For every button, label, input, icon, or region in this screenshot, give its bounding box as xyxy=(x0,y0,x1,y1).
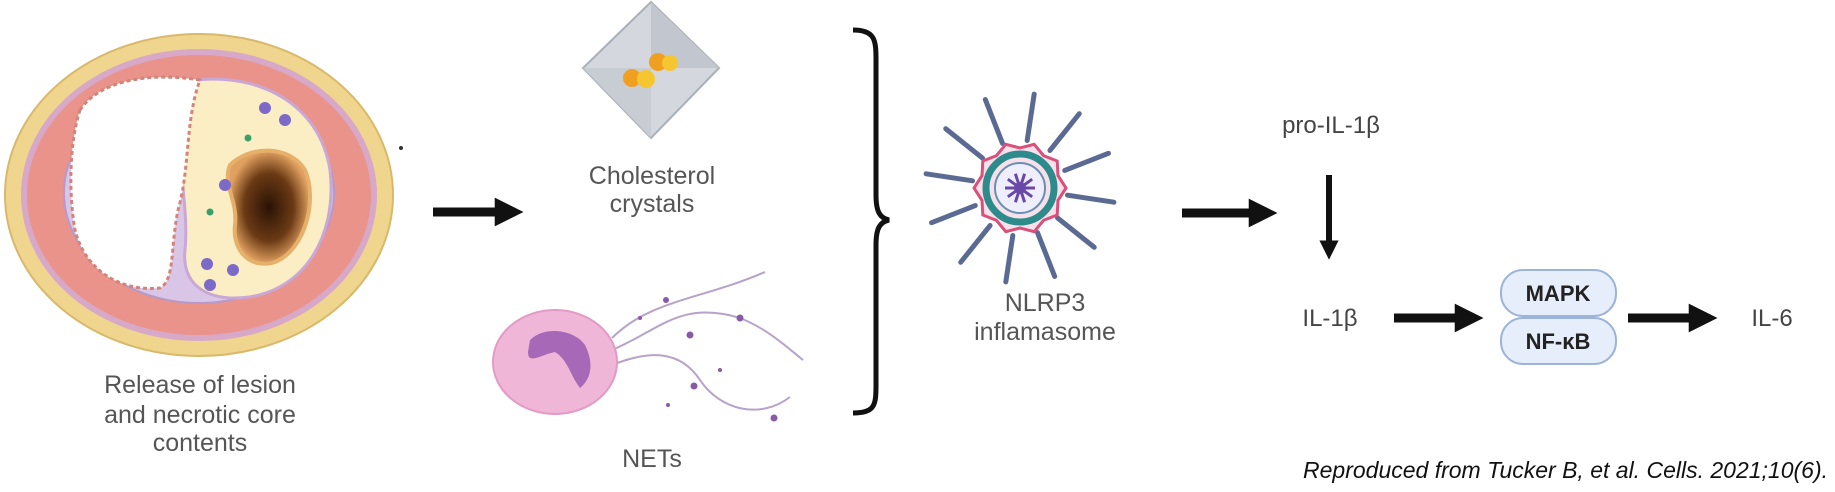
spoke xyxy=(923,171,976,184)
nlrp3-label-line-2: inflamasome xyxy=(974,318,1116,346)
nlrp3-label-line-1: NLRP3 xyxy=(1005,289,1086,317)
artery-label-line-1: Release of lesion xyxy=(104,371,296,399)
mapk-pill xyxy=(1500,269,1617,317)
cell-dots xyxy=(201,102,291,291)
neutrophil-net-illustration xyxy=(492,271,804,422)
artery-label-line-3: contents xyxy=(153,429,248,457)
cholesterol-crystal-icon xyxy=(581,0,721,140)
nlrp3-inflammasome-icon xyxy=(923,91,1117,285)
mapk-label: MAPK xyxy=(1526,281,1591,306)
artery-cross-section-illustration xyxy=(4,33,403,357)
artery-label-line-2: and necrotic core xyxy=(104,401,296,429)
spoke xyxy=(929,203,978,226)
spoke xyxy=(1024,91,1037,144)
core xyxy=(1014,182,1026,194)
teal-ring xyxy=(982,150,1058,226)
nfkb-pill xyxy=(1500,317,1617,365)
spoke xyxy=(943,126,985,161)
il1b-label: IL-1β xyxy=(1302,305,1357,332)
crystals-label-line-2: crystals xyxy=(610,190,695,218)
il6-label: IL-6 xyxy=(1751,305,1792,332)
spoke xyxy=(982,97,1005,146)
spoke xyxy=(1064,192,1117,205)
spoke xyxy=(1055,215,1097,250)
pro-il1b-label: pro-IL-1β xyxy=(1282,112,1380,139)
crystals-label-line-1: Cholesterol xyxy=(589,162,715,190)
citation: Reproduced from Tucker B, et al. Cells. … xyxy=(1303,457,1828,483)
spoke xyxy=(1062,150,1111,173)
spoke xyxy=(958,223,993,265)
brace-bracket xyxy=(852,27,890,416)
spoke xyxy=(1035,230,1058,279)
spoke xyxy=(1003,232,1016,285)
nets-label: NETs xyxy=(622,445,682,473)
spoke xyxy=(1047,111,1082,153)
nfkb-label: NF-κB xyxy=(1526,329,1591,354)
